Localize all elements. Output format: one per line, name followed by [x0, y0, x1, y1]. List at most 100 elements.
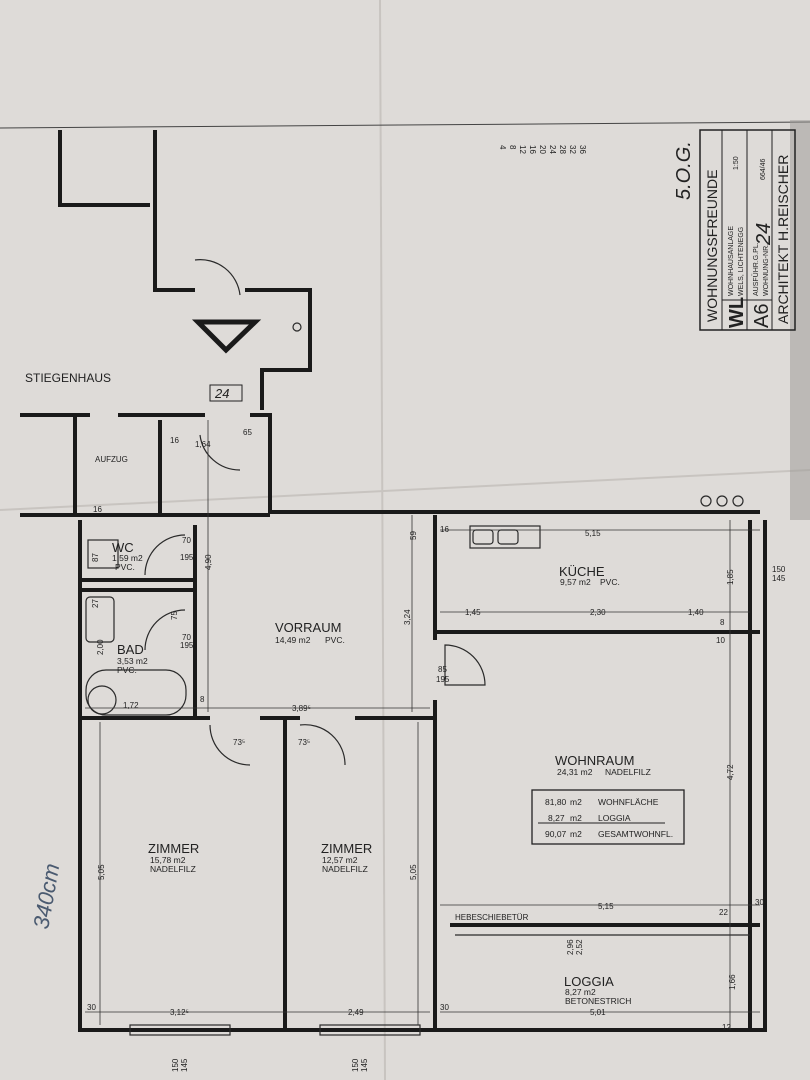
title-block: WOHNUNGSFREUNDE WL WOHNHAUSANLAGE WELS, …: [699, 129, 796, 331]
svg-text:145: 145: [360, 1058, 369, 1072]
svg-text:1,59 m2: 1,59 m2: [112, 553, 143, 563]
svg-text:150: 150: [351, 1058, 360, 1072]
svg-text:5,01: 5,01: [590, 1008, 606, 1017]
unit-marker-box: [209, 384, 243, 402]
svg-text:PVC.: PVC.: [600, 577, 620, 587]
svg-text:8,27 m2: 8,27 m2: [565, 987, 596, 997]
svg-text:73⁵: 73⁵: [298, 738, 310, 747]
room-zimmer-2: ZIMMER 12,57 m2 NADELFILZ: [321, 841, 372, 874]
room-wohnraum: WOHNRAUM 24,31 m2 NADELFILZ: [555, 753, 651, 777]
svg-text:m2: m2: [570, 829, 582, 839]
svg-text:ARCHITEKT H.REISCHER: ARCHITEKT H.REISCHER: [775, 155, 791, 324]
svg-text:m2: m2: [570, 813, 582, 823]
svg-text:NADELFILZ: NADELFILZ: [605, 767, 651, 777]
svg-text:90,07: 90,07: [545, 829, 567, 839]
svg-text:2,96: 2,96: [566, 939, 575, 955]
svg-text:3,53 m2: 3,53 m2: [117, 656, 148, 666]
svg-text:1:50: 1:50: [733, 156, 740, 170]
svg-text:36: 36: [578, 145, 587, 154]
svg-text:1,72: 1,72: [123, 701, 139, 710]
area-summary: 81,80 m2 WOHNFLÄCHE 8,27 m2 LOGGIA 90,07…: [531, 789, 685, 845]
svg-text:5,05: 5,05: [97, 864, 106, 880]
svg-text:10: 10: [716, 636, 725, 645]
svg-text:22: 22: [719, 908, 728, 917]
paper-fold: [379, 0, 386, 1080]
svg-text:5,15: 5,15: [598, 902, 614, 911]
svg-text:16: 16: [440, 525, 449, 534]
svg-text:WOHNUNGSFREUNDE: WOHNUNGSFREUNDE: [704, 170, 720, 322]
svg-text:1,45: 1,45: [465, 608, 481, 617]
svg-text:12: 12: [722, 1023, 731, 1032]
sliding-door-label: HEBESCHIEBETÜR: [455, 913, 529, 922]
svg-text:2,49: 2,49: [348, 1008, 364, 1017]
room-loggia: LOGGIA 8,27 m2 BETONESTRICH: [564, 974, 631, 1006]
elevator-label: AUFZUG: [95, 455, 128, 464]
svg-text:28: 28: [558, 145, 567, 154]
room-bad: BAD 3,53 m2 PVC.: [117, 642, 148, 675]
handwritten-height: 340cm: [28, 861, 64, 930]
svg-text:WL: WL: [726, 297, 748, 328]
svg-text:65: 65: [243, 428, 252, 437]
svg-text:PVC.: PVC.: [115, 562, 135, 572]
svg-text:27: 27: [91, 599, 100, 608]
svg-text:150: 150: [171, 1058, 180, 1072]
entrance-triangle-icon: [191, 319, 262, 354]
svg-text:GESAMTWOHNFL.: GESAMTWOHNFL.: [598, 829, 673, 839]
svg-text:2,52: 2,52: [575, 939, 584, 955]
room-vorraum: VORRAUM 14,49 m2 PVC.: [275, 620, 345, 645]
svg-text:16: 16: [93, 505, 102, 514]
svg-text:664/46: 664/46: [760, 158, 767, 180]
dimension-lines: [85, 420, 760, 1030]
svg-text:2,30: 2,30: [590, 608, 606, 617]
svg-text:14,49 m2: 14,49 m2: [275, 635, 311, 645]
svg-text:24: 24: [753, 223, 775, 246]
svg-text:LOGGIA: LOGGIA: [598, 813, 631, 823]
svg-text:145: 145: [772, 574, 786, 583]
walls: [20, 130, 767, 1036]
svg-text:WOHNFLÄCHE: WOHNFLÄCHE: [598, 797, 659, 807]
svg-text:5,15: 5,15: [585, 529, 601, 538]
svg-text:8,27: 8,27: [548, 813, 565, 823]
svg-text:4,72: 4,72: [726, 764, 735, 780]
svg-text:BETONESTRICH: BETONESTRICH: [565, 996, 631, 1006]
svg-text:4: 4: [498, 145, 507, 150]
svg-text:BAD: BAD: [117, 642, 144, 657]
svg-text:24,31 m2: 24,31 m2: [557, 767, 593, 777]
svg-text:3,89⁵: 3,89⁵: [292, 704, 311, 713]
room-zimmer-1: ZIMMER 15,78 m2 NADELFILZ: [148, 841, 199, 874]
svg-text:15,78 m2: 15,78 m2: [150, 855, 186, 865]
svg-text:WOHNRAUM: WOHNRAUM: [555, 753, 634, 768]
svg-text:4,90: 4,90: [204, 554, 213, 570]
svg-text:30: 30: [440, 1003, 449, 1012]
svg-text:20: 20: [538, 145, 547, 154]
svg-text:LOGGIA: LOGGIA: [564, 974, 614, 989]
svg-text:AUSFÜHR.G.PL.: AUSFÜHR.G.PL.: [752, 242, 760, 296]
svg-text:WOHNHAUSANLAGE: WOHNHAUSANLAGE: [728, 226, 735, 296]
dimension-labels: 5,15 1,45 2,30 1,40 1,85 4,72 5,15 4,90 …: [87, 428, 786, 1072]
svg-text:3,12⁵: 3,12⁵: [170, 1008, 189, 1017]
svg-text:32: 32: [568, 145, 577, 154]
svg-text:ZIMMER: ZIMMER: [321, 841, 372, 856]
svg-text:A6: A6: [751, 304, 773, 328]
svg-text:81,80: 81,80: [545, 797, 567, 807]
svg-text:VORRAUM: VORRAUM: [275, 620, 341, 635]
svg-text:70: 70: [182, 536, 191, 545]
svg-text:12: 12: [518, 145, 527, 154]
svg-text:PVC.: PVC.: [117, 665, 137, 675]
svg-text:87: 87: [91, 553, 100, 562]
svg-text:85: 85: [438, 665, 447, 674]
svg-text:8: 8: [720, 618, 725, 627]
svg-text:2,00: 2,00: [96, 639, 105, 655]
room-wc: WC 1,59 m2 PVC.: [112, 540, 143, 572]
svg-text:16: 16: [170, 436, 179, 445]
scan-edge: [790, 120, 810, 520]
svg-text:195: 195: [180, 641, 194, 650]
room-kueche: KÜCHE 9,57 m2 PVC.: [559, 564, 620, 587]
svg-text:12,57 m2: 12,57 m2: [322, 855, 358, 865]
scale-numbers: 4 8 12 16 20 24 28 32 36: [498, 145, 587, 154]
svg-text:KÜCHE: KÜCHE: [559, 564, 605, 579]
svg-text:195: 195: [180, 553, 194, 562]
stairwell-label: STIEGENHAUS: [25, 371, 111, 385]
svg-text:73⁵: 73⁵: [233, 738, 245, 747]
